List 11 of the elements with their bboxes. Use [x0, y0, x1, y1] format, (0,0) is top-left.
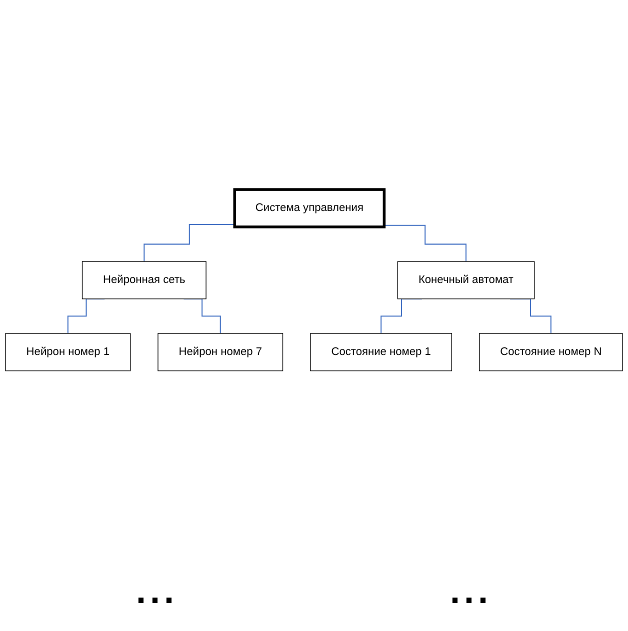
node-box: Нейронная сеть [82, 260, 206, 300]
ellipsis-text: ... [136, 570, 178, 612]
node-box: Система управления [233, 188, 386, 228]
node-box: Нейрон номер 1 [5, 332, 131, 371]
node-box: Состояние номер N [479, 332, 623, 371]
node-box: Конечный автомат [397, 260, 535, 300]
connector [384, 224, 467, 262]
ellipsis-text: ... [450, 570, 492, 612]
node-box: Состояние номер 1 [310, 332, 452, 371]
node-box: Нейрон номер 7 [158, 332, 284, 371]
connector [144, 224, 235, 262]
